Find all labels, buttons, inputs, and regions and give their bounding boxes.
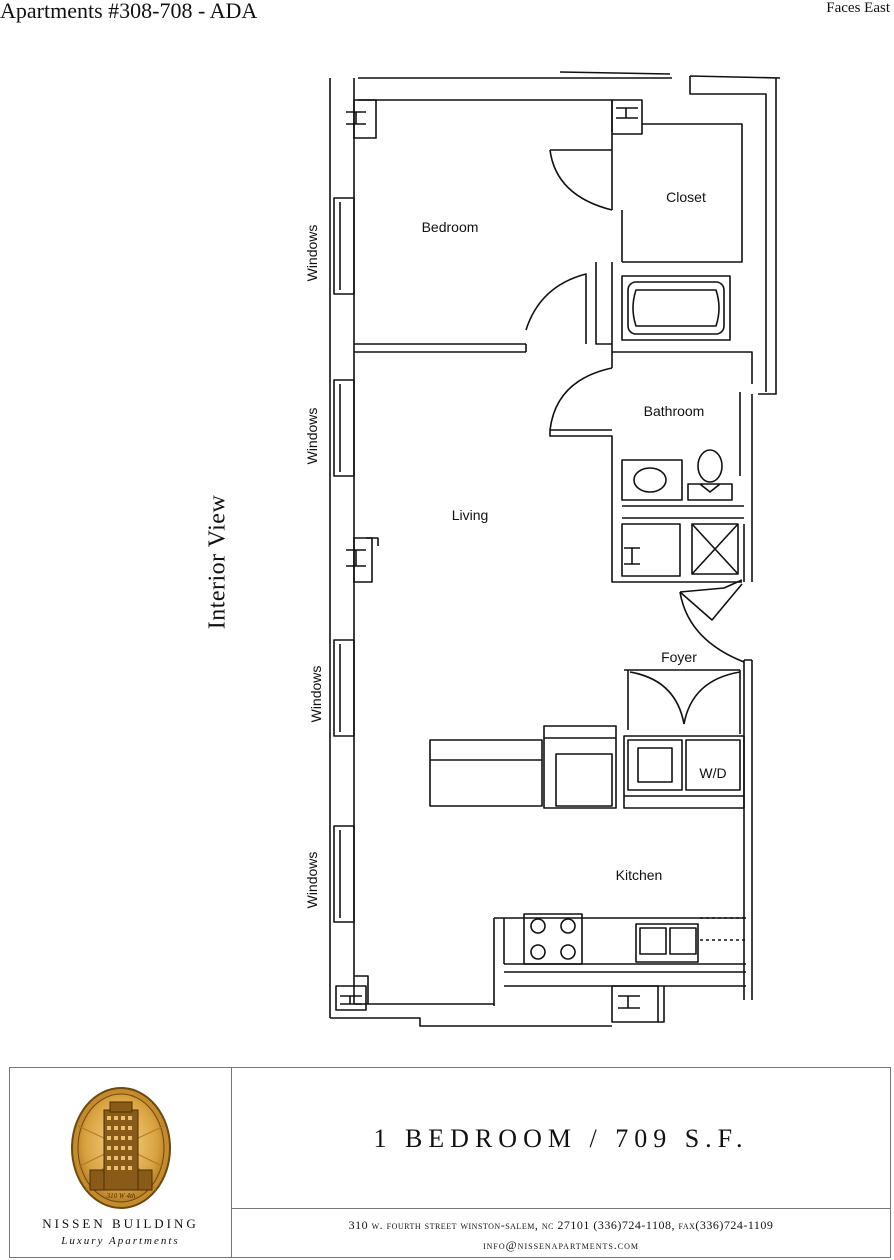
svg-text:310 W 4th: 310 W 4th	[106, 1192, 136, 1200]
unit-size-cell: 1 BEDROOM / 709 S.F.	[232, 1068, 890, 1209]
window-frame	[333, 639, 355, 737]
kitchen-sink	[635, 923, 699, 963]
page-title: Apartments #308-708 - ADA	[0, 0, 258, 23]
east-wall	[743, 659, 753, 1000]
room-label-closet: Closet	[666, 189, 706, 205]
windows-label: Windows	[304, 852, 320, 909]
washer-dryer	[623, 735, 745, 809]
room-label-bedroom: Bedroom	[422, 219, 479, 235]
laundry-closet	[624, 669, 741, 734]
toilet	[697, 449, 723, 483]
email-link[interactable]: info@nissenapartments.com	[482, 1238, 640, 1252]
window-frame	[333, 379, 355, 477]
footer-panel: 310 W 4th NISSEN BUILDING Luxury Apartme…	[9, 1067, 891, 1258]
orientation-label: Faces East	[826, 0, 890, 16]
bathtub	[621, 275, 731, 341]
kitchen-island	[429, 739, 543, 807]
logo-name: NISSEN BUILDING	[42, 1216, 199, 1231]
unit-size: 1 BEDROOM / 709 S.F.	[373, 1124, 749, 1153]
windows-label: Windows	[304, 225, 320, 282]
entry-door	[679, 579, 743, 621]
window-frame	[333, 825, 355, 923]
column	[353, 99, 377, 139]
south-wall	[330, 986, 665, 1027]
windows-label: Windows	[304, 408, 320, 465]
room-label-living: Living	[452, 507, 489, 523]
column	[611, 99, 643, 135]
stove	[523, 913, 583, 965]
bedroom-south-wall	[354, 343, 527, 353]
window-frame	[333, 197, 355, 295]
sink	[621, 459, 683, 501]
kitchen-counter	[493, 917, 746, 1006]
room-label-bathroom: Bathroom	[644, 403, 705, 419]
bathroom-wall	[549, 351, 753, 583]
room-label-foyer: Foyer	[661, 649, 697, 665]
room-label-kitchen: Kitchen	[616, 867, 663, 883]
address-line: 310 w. fourth street winston-salem, nc 2…	[348, 1218, 774, 1232]
floor-plan: Bedroom Closet Bathroom Living Foyer W/D…	[304, 71, 781, 1027]
refrigerator	[543, 725, 617, 809]
logo-tagline: Luxury Apartments	[61, 1235, 180, 1247]
windows-label: Windows	[308, 666, 324, 723]
room-label-wd: W/D	[699, 765, 726, 781]
logo-block: 310 W 4th NISSEN BUILDING Luxury Apartme…	[10, 1068, 232, 1257]
closet-wall	[550, 123, 743, 263]
shaft	[691, 523, 739, 575]
nissen-building-logo: 310 W 4th	[71, 1087, 171, 1209]
